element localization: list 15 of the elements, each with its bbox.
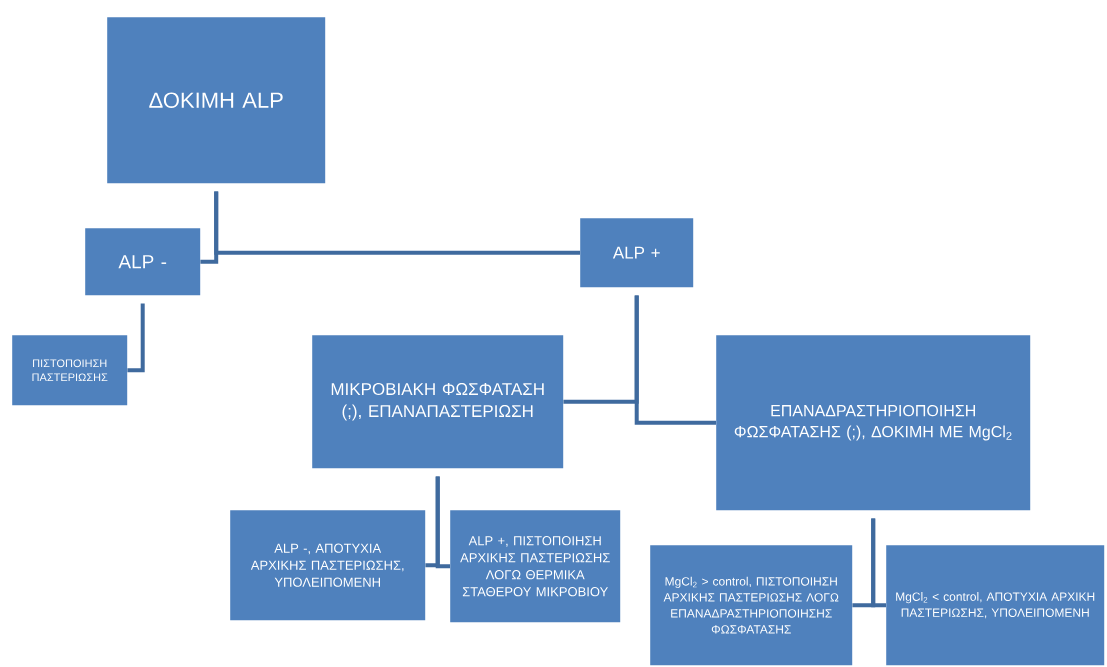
process-box: ALP + <box>580 218 694 288</box>
process-box: ΜΙΚΡΟΒΙΑΚΗ ΦΩΣΦΑΤΑΣΗ (;), ΕΠΑΝΑΠΑΣΤΕΡΙΩΣΗ <box>312 335 564 469</box>
connector <box>634 295 716 425</box>
process-box: ΕΠΑΝΑΔΡΑΣΤΗΡΙΟΠΟΙΗΣΗ ΦΩΣΦΑΤΑΣΗΣ (;), ΔΟΚΙΜΗ ΜΕ MgCl$_{2}$ <box>716 335 1031 511</box>
connector <box>435 476 450 569</box>
connector <box>214 191 580 255</box>
process-box: ALP +, ΠΙΣΤΟΠΟΙΗΣΗ ΑΡΧΙΚΗΣ ΠΑΣΤΕΡΙΩΣΗΣ ΛΟΓΩ ΘΕΡΜΙΚΑ ΣΤΑΘΕΡΟΥ ΜΙΚΡΟΒΙΟΥ <box>450 510 621 623</box>
connector <box>871 518 886 608</box>
process-box: ALP -, ΑΠΟΤΥΧΙΑ ΑΡΧΙΚΗΣ ΠΑΣΤΕΡΙΩΣΗΣ, ΥΠΟΛΕΙΠΟΜΕΝΗ <box>230 510 426 621</box>
process-box: ALP - <box>85 228 201 296</box>
process-box: ΔΟΚΙΜΗ ALP <box>107 17 326 184</box>
process-box: ΠΙΣΤΟΠΟΙΗΣΗ ΠΑΣΤΕΡΙΩΣΗΣ <box>12 335 128 406</box>
process-box: MgCl$_{2}$ < control, ΑΠΟΤΥΧΙΑ ΑΡΧΙΚΗ ΠΑΣΤΕΡΙΩΣΗΣ, ΥΠΟΛΕΙΠΟΜΕΝΗ <box>886 545 1105 666</box>
process-box: MgCl$_{2}$ > control, ΠΙΣΤΟΠΟΙΗΣΗ ΑΡΧΙΚΗΣ ΠΑΣΤΕΡΙΩΣΗΣ ΛΟΓΩ ΕΠΑΝΑΔΡΑΣΤΗΡΙΟΠΟΙΗΣΗΣ ΦΩΣΦΑΤΑΣΗΣ <box>650 545 853 666</box>
connector <box>127 303 145 373</box>
